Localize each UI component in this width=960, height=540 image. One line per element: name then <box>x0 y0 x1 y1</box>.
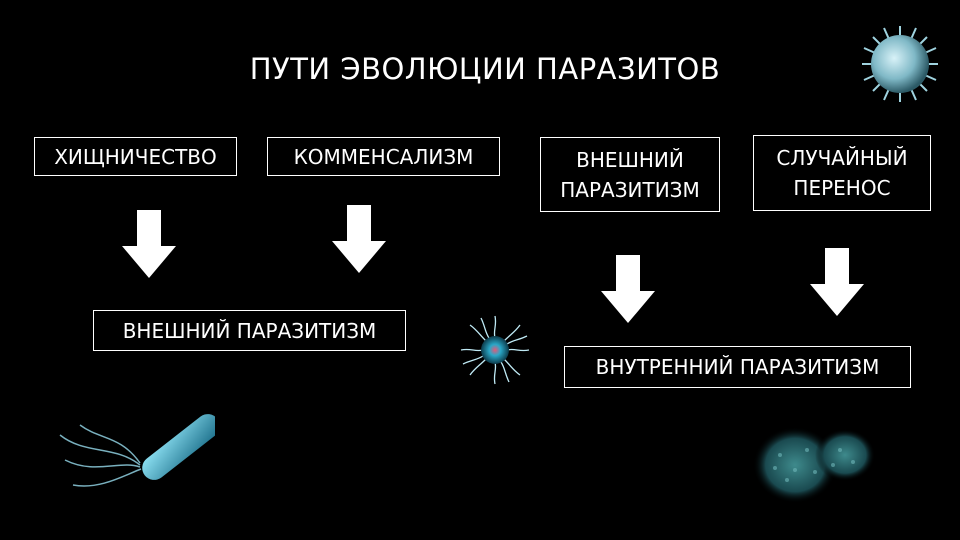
diagram-title: ПУТИ ЭВОЛЮЦИИ ПАРАЗИТОВ <box>249 52 721 86</box>
box-internal-parasitism-result: ВНУТРЕННИЙ ПАРАЗИТИЗМ <box>564 346 911 388</box>
bacterium-icon <box>59 414 215 487</box>
box-external-parasitism-result: ВНЕШНИЙ ПАРАЗИТИЗМ <box>93 310 406 351</box>
virus-icon <box>460 315 530 385</box>
box-predation: ХИЩНИЧЕСТВО <box>34 137 237 176</box>
arrow-down-icon <box>332 205 386 273</box>
box-accidental-transfer: СЛУЧАЙНЫЙ ПЕРЕНОС <box>753 135 931 211</box>
virus-icon <box>862 26 938 102</box>
arrow-down-icon <box>601 255 655 323</box>
cell-cluster-icon <box>753 427 875 503</box>
box-commensalism: КОММЕНСАЛИЗМ <box>267 137 500 176</box>
box-external-parasitism-top: ВНЕШНИЙ ПАРАЗИТИЗМ <box>540 137 720 212</box>
arrow-down-icon <box>122 210 176 278</box>
arrow-down-icon <box>810 248 864 316</box>
